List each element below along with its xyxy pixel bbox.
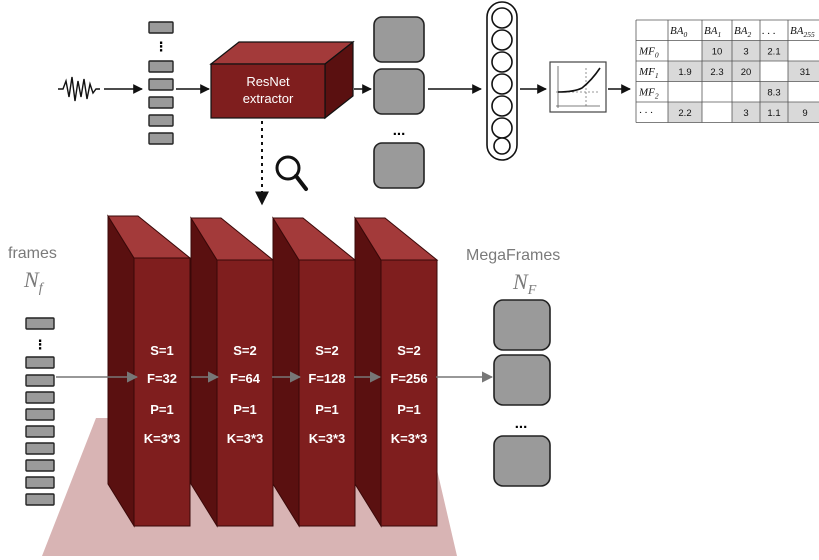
table-row-header: MF1 [638,66,659,80]
table-cell-shade [668,102,702,123]
layer-filters-label: F=128 [308,371,345,386]
magnifier-icon [275,155,308,191]
layer-kernel-label: K=3*3 [227,431,264,446]
table-cell-shade [702,61,732,82]
conv-layer-side-face [272,216,300,528]
table-cell-shade [732,40,760,61]
table-cell-shade [760,102,788,123]
megaframes-symbol: NF [512,269,537,298]
conv-layer-front-face [298,259,356,527]
frame-stack-vertical-ellipsis: ⋮ [155,39,168,54]
layer-stride-label: S=2 [315,343,339,358]
table-cell-shade [760,81,788,102]
table-row-header: MF0 [638,46,659,60]
table-col-header: BA255 [790,25,815,39]
megaframe-bottom-ellipsis: ... [515,415,528,432]
table-cell: 1.1 [767,108,780,119]
table-cell: 8.3 [767,88,780,99]
table-cell: 9 [802,108,807,119]
layer-padding-label: P=1 [315,402,339,417]
layer-stride-label: S=2 [397,343,421,358]
megaframe-stack-top: ... [373,16,425,189]
table-cell: 2.1 [767,47,780,58]
table-cell: 2.3 [710,67,723,78]
waveform-icon [58,76,100,102]
layer-kernel-label: K=3*3 [309,431,346,446]
megaframes-label: MegaFrames [466,247,560,264]
table-row-header: · · · [639,107,653,119]
resnet-extractor-block: ResNet extractor [209,40,355,120]
conv-layer-front-face [133,257,191,527]
dense-layer-neurons [486,1,518,161]
input-frame-stack: ⋮ [148,21,174,145]
table-cell: 1.9 [678,67,691,78]
table-col-header: BA1 [704,25,721,39]
conv-layers-group: S=1F=32P=1K=3*3S=2F=64P=1K=3*3S=2F=128P=… [107,214,439,528]
conv-layer-1: S=1F=32P=1K=3*3 [107,214,192,528]
conv-layer-side-face [190,216,218,528]
layer-padding-label: P=1 [233,402,257,417]
extractor-label-line2: extractor [243,91,294,106]
megaframe-stack-bottom: ... [493,299,551,487]
table-cell-shade [760,40,788,61]
table-col-header: BA0 [670,25,687,39]
table-cell: 31 [800,67,811,78]
table-cell-shade [732,61,760,82]
table-cell-shade [732,102,760,123]
layer-padding-label: P=1 [150,402,174,417]
table-cell: 3 [743,108,748,119]
conv-layer-2: S=2F=64P=1K=3*3 [190,216,275,528]
layer-padding-label: P=1 [397,402,421,417]
table-cell: 20 [741,67,752,78]
conv-layer-front-face [216,259,274,527]
extractor-label-line1: ResNet [246,74,290,89]
input-frame-stack-bottom: ⋮ [25,317,55,506]
layer-stride-label: S=2 [233,343,257,358]
conv-layer-front-face [380,259,438,527]
table-col-header: . . . [762,25,776,37]
table-cell-shade [702,40,732,61]
frames-label: frames [8,245,57,262]
table-row-header: MF2 [638,87,659,101]
table-cell: 3 [743,47,748,58]
table-cell: 10 [712,47,723,58]
conv-layer-side-face [107,214,135,528]
layer-filters-label: F=256 [390,371,427,386]
layer-kernel-label: K=3*3 [391,431,428,446]
table-cell-shade [788,61,819,82]
megaframe-top-ellipsis: ... [393,122,406,139]
table-cell-shade [788,102,819,123]
frames-symbol: Nf [23,267,45,296]
activation-function-icon [549,61,607,113]
layer-filters-label: F=64 [230,371,261,386]
table-col-header: BA2 [734,25,751,39]
conv-layer-side-face [354,216,382,528]
frame-stack-bottom-vertical-ellipsis: ⋮ [34,337,47,352]
table-cell-shade [668,61,702,82]
layer-kernel-label: K=3*3 [144,431,181,446]
layer-stride-label: S=1 [150,343,174,358]
table-cell: 2.2 [678,108,691,119]
layer-filters-label: F=32 [147,371,177,386]
